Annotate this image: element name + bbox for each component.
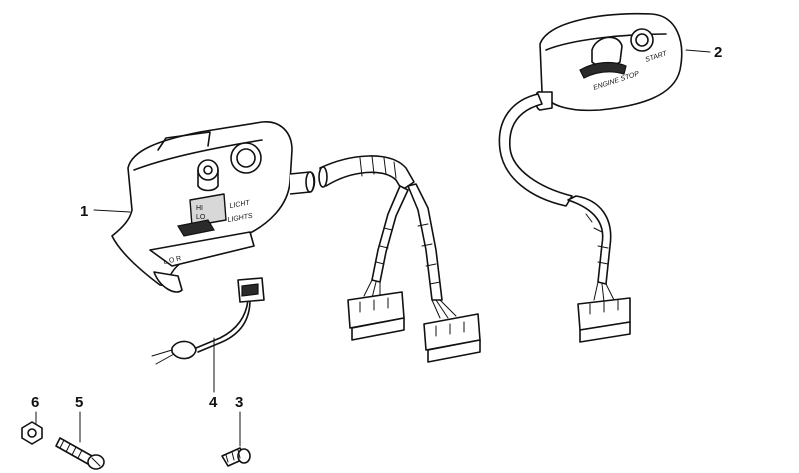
lor-label: L O R: [163, 255, 182, 266]
callout-5: 5: [75, 394, 83, 411]
long-screw: [55, 437, 105, 470]
callout-2: 2: [714, 44, 722, 61]
left-handlebar-switch: HI LO LICHT LIGHTS L O R: [111, 121, 316, 293]
nut: [21, 421, 43, 445]
lo-label: LO: [196, 214, 206, 221]
left-cable-harness: [318, 155, 481, 363]
callout-6: 6: [31, 394, 39, 411]
small-cable-plug: [151, 277, 265, 365]
lights-label: LIGHTS: [227, 213, 253, 224]
right-handlebar-switch: START ENGINE STOP: [534, 12, 683, 112]
hi-label: HI: [196, 205, 203, 212]
right-cable-harness: [498, 93, 631, 343]
licht-label: LICHT: [229, 199, 251, 210]
leader-lines: [35, 49, 711, 447]
callout-4: 4: [209, 394, 218, 411]
small-screw: [221, 447, 251, 467]
callout-1: 1: [80, 203, 88, 220]
callout-3: 3: [235, 394, 243, 411]
